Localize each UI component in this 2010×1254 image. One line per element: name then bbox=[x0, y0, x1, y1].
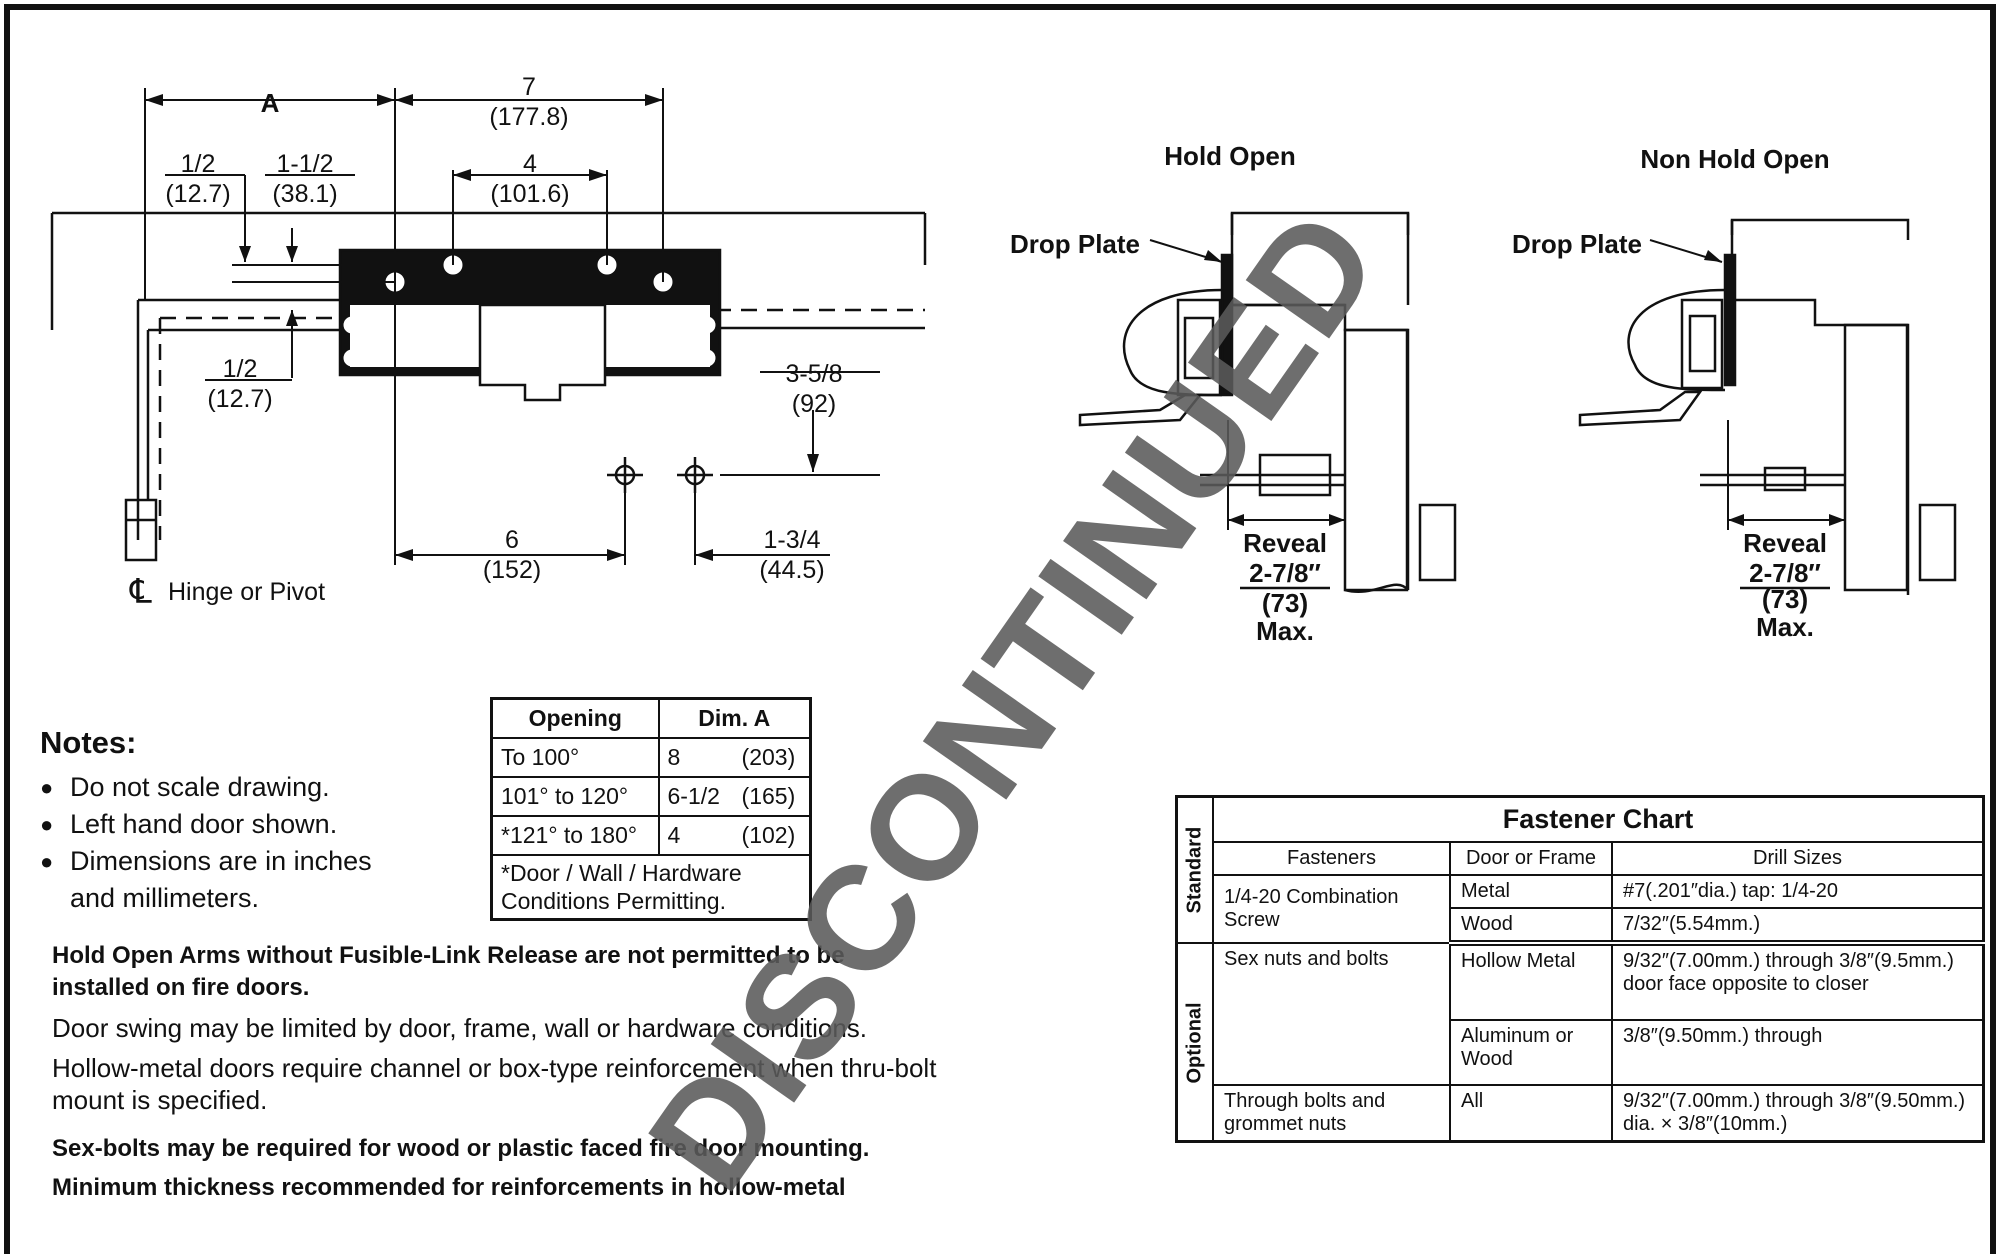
dim-1half-label: 1-1/2 bbox=[277, 150, 334, 178]
note-item-line1: Dimensions are in inches bbox=[70, 846, 372, 876]
opening-cell: *121° to 180° bbox=[490, 815, 660, 856]
non-hold-open-drawing bbox=[1578, 218, 1957, 595]
table-row: Optional Sex nuts and bolts Hollow Metal… bbox=[1176, 942, 1985, 1142]
page-border bbox=[4, 4, 1996, 1254]
fastener-cell: Through bolts and grommet nuts bbox=[1212, 1084, 1451, 1143]
dim-in-cell: 4 bbox=[657, 815, 734, 856]
material-cell: All bbox=[1449, 1084, 1613, 1143]
table-row: 101° to 120° 6-1/2 (165) bbox=[490, 776, 812, 817]
hold-open-reveal-label: Reveal bbox=[1243, 528, 1327, 558]
fire-door-warning: Hold Open Arms without Fusible-Link Rele… bbox=[52, 942, 845, 1001]
opening-cell: 101° to 120° bbox=[490, 776, 660, 817]
dim-6-mm-label: (152) bbox=[483, 556, 541, 584]
dim-mm-cell: (102) bbox=[733, 815, 812, 856]
material-cell: Aluminum or Wood bbox=[1449, 1019, 1613, 1086]
centerline-icon: ℄ bbox=[129, 573, 152, 611]
hinge-label: Hinge or Pivot bbox=[168, 578, 325, 606]
note-item: Dimensions are in inches and millimeters. bbox=[40, 843, 372, 917]
non-hold-open-title: Non Hold Open bbox=[1640, 144, 1829, 174]
table-row: Through bolts and grommet nuts All 9/32″… bbox=[1177, 1084, 1985, 1143]
drill-size-cell: #7(.201″dia.) tap: 1/4-20 bbox=[1611, 874, 1985, 909]
non-hold-open-reveal-in: 2-7/8″ bbox=[1749, 558, 1821, 588]
hold-open-reveal-mm: (73) bbox=[1262, 588, 1308, 618]
door-frame-header: Door or Frame bbox=[1449, 841, 1613, 876]
fasteners-header: Fasteners bbox=[1212, 841, 1451, 876]
non-hold-open-reveal-max: Max. bbox=[1756, 612, 1814, 642]
dim-in-cell: 6-1/2 bbox=[657, 776, 734, 817]
hold-open-drop-plate-label: Drop Plate bbox=[1010, 229, 1140, 259]
hold-open-drawing bbox=[1078, 211, 1457, 593]
opening-dim-table: Opening Dim. A To 100° 8 (203) 101° to 1… bbox=[490, 697, 812, 921]
dim-3-5-8-label: 3-5/8 bbox=[786, 360, 843, 388]
note-item: Do not scale drawing. bbox=[40, 769, 372, 806]
dim-half-bot-label: 1/2 bbox=[223, 355, 258, 383]
door-swing-note: Door swing may be limited by door, frame… bbox=[52, 1013, 868, 1043]
dim-a-header: Dim. A bbox=[657, 697, 812, 739]
dim-7-label: 7 bbox=[522, 73, 536, 101]
fastener-chart: Standard Fastener Chart Fasteners Door o… bbox=[1175, 795, 1985, 1143]
non-hold-open-reveal-label: Reveal bbox=[1743, 528, 1827, 558]
opening-footnote: *Door / Wall / Hardware Conditions Permi… bbox=[490, 854, 812, 921]
material-cell: Metal bbox=[1449, 874, 1613, 909]
table-row: To 100° 8 (203) bbox=[490, 737, 812, 778]
drill-size-cell: 9/32″(7.00mm.) through 3/8″(9.5mm.) door… bbox=[1611, 942, 1985, 1021]
hold-open-reveal-max: Max. bbox=[1256, 616, 1314, 646]
dim-mm-cell: (165) bbox=[733, 776, 812, 817]
drill-size-cell: 3/8″(9.50mm.) through bbox=[1611, 1019, 1985, 1086]
dim-half-top-mm-label: (12.7) bbox=[165, 180, 230, 208]
drill-size-cell: 9/32″(7.00mm.) through 3/8″(9.50mm.) dia… bbox=[1611, 1084, 1985, 1143]
dim-1half-mm-label: (38.1) bbox=[272, 180, 337, 208]
opening-cell: To 100° bbox=[490, 737, 660, 778]
dim-half-bot-mm-label: (12.7) bbox=[207, 385, 272, 413]
dim-in-cell: 8 bbox=[657, 737, 734, 778]
dim-4-label: 4 bbox=[523, 150, 537, 178]
note-item: Left hand door shown. bbox=[40, 806, 372, 843]
drill-size-cell: 7/32″(5.54mm.) bbox=[1611, 907, 1985, 946]
hollow-metal-note: Hollow-metal doors require channel or bo… bbox=[52, 1053, 937, 1115]
sex-bolts-note: Sex-bolts may be required for wood or pl… bbox=[52, 1135, 870, 1162]
opening-header: Opening bbox=[490, 697, 660, 739]
fastener-cell: 1/4-20 Combination Screw bbox=[1212, 874, 1451, 944]
table-row: Wood 7/32″(5.54mm.) bbox=[1177, 907, 1985, 946]
notes-heading: Notes: bbox=[40, 725, 137, 760]
table-row: Aluminum or Wood 3/8″(9.50mm.) through bbox=[1177, 1019, 1985, 1086]
dim-4-mm-label: (101.6) bbox=[490, 180, 569, 208]
notes-block: Notes: Do not scale drawing. Left hand d… bbox=[40, 725, 372, 917]
hold-open-reveal-in: 2-7/8″ bbox=[1249, 558, 1321, 588]
table-row: 1/4-20 Combination Screw Metal #7(.201″d… bbox=[1177, 874, 1985, 944]
dim-6-label: 6 bbox=[505, 526, 519, 554]
dim-3-5-8-mm-label: (92) bbox=[792, 390, 836, 418]
dim-half-top-label: 1/2 bbox=[181, 150, 216, 178]
dim-1-3-4-label: 1-3/4 bbox=[764, 526, 821, 554]
hold-open-title: Hold Open bbox=[1164, 141, 1295, 171]
material-cell: Hollow Metal bbox=[1449, 942, 1613, 1021]
installation-drawings: A 7 (177.8) 1/2 (12.7) 1-1/2 (38.1) 4 (1… bbox=[50, 73, 1957, 646]
fastener-cell: Sex nuts and bolts bbox=[1212, 942, 1451, 1086]
table-row: *121° to 180° 4 (102) bbox=[490, 815, 812, 856]
non-hold-open-drop-plate-label: Drop Plate bbox=[1512, 229, 1642, 259]
non-hold-open-reveal-mm: (73) bbox=[1762, 584, 1808, 614]
dim-a-label: A bbox=[261, 88, 280, 118]
drill-sizes-header: Drill Sizes bbox=[1611, 841, 1985, 876]
min-thickness-note: Minimum thickness recommended for reinfo… bbox=[52, 1174, 846, 1201]
standard-label: Standard bbox=[1176, 796, 1213, 943]
note-item-line2: and millimeters. bbox=[70, 883, 260, 913]
dim-mm-cell: (203) bbox=[733, 737, 812, 778]
fastener-chart-title: Fastener Chart bbox=[1212, 795, 1985, 843]
optional-label: Optional bbox=[1176, 943, 1213, 1142]
material-cell: Wood bbox=[1449, 907, 1613, 946]
closer-template-drawing bbox=[50, 88, 927, 565]
dim-7-mm-label: (177.8) bbox=[489, 103, 568, 131]
mounting-hole-marks bbox=[343, 255, 716, 367]
dim-1-3-4-mm-label: (44.5) bbox=[759, 556, 824, 584]
dimension-arrows bbox=[145, 94, 819, 561]
